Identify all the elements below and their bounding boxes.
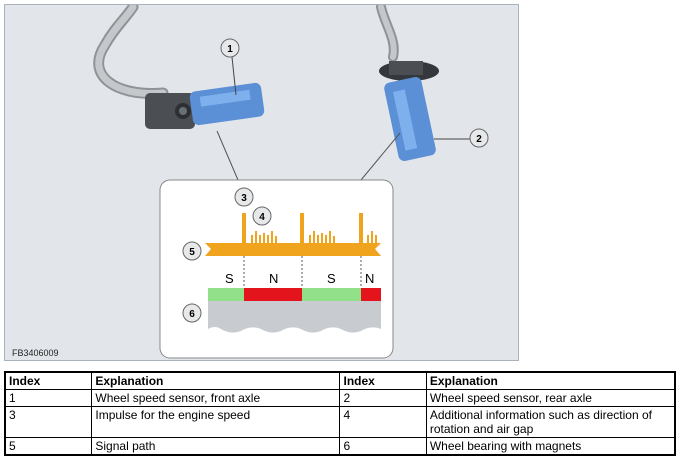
- cell-index: 4: [339, 406, 427, 438]
- table-row: 3 Impulse for the engine speed 4 Additio…: [4, 406, 676, 438]
- magnet-label: S: [327, 271, 336, 286]
- magnet-north: [361, 288, 381, 301]
- magnet-label: N: [269, 271, 278, 286]
- cell-index: 3: [4, 406, 93, 438]
- callout-3: 3: [234, 187, 254, 207]
- signal-path: [205, 213, 381, 256]
- table-row: 5 Signal path 6 Wheel bearing with magne…: [4, 437, 676, 456]
- cell-explanation: Wheel speed sensor, front axle: [91, 389, 341, 407]
- header-index: Index: [339, 371, 427, 390]
- front-wheel-speed-sensor: [145, 82, 265, 129]
- legend-table: Index Explanation Index Explanation 1 Wh…: [4, 371, 676, 456]
- table-row: 1 Wheel speed sensor, front axle 2 Wheel…: [4, 389, 676, 407]
- svg-text:2: 2: [476, 134, 482, 145]
- cell-explanation: Wheel bearing with magnets: [425, 437, 676, 456]
- callout-1: 1: [220, 38, 240, 58]
- header-explanation: Explanation: [91, 371, 341, 390]
- cell-explanation: Impulse for the engine speed: [91, 406, 341, 438]
- additional-info-pulses: [251, 231, 377, 243]
- svg-text:5: 5: [189, 247, 195, 258]
- svg-text:1: 1: [227, 44, 233, 55]
- cell-explanation: Wheel speed sensor, rear axle: [425, 389, 676, 407]
- engine-speed-impulse: [242, 213, 246, 243]
- cell-index: 5: [4, 437, 93, 456]
- header-index: Index: [4, 371, 93, 390]
- wheel-speed-sensor-diagram: S N S N 1 2 3 4: [93, 5, 489, 359]
- magnet-label: N: [365, 271, 374, 286]
- header-explanation: Explanation: [425, 371, 676, 390]
- magnet-south: [302, 288, 361, 301]
- cell-explanation: Additional information such as direction…: [425, 406, 676, 438]
- cell-index: 6: [339, 437, 427, 456]
- magnet-north: [244, 288, 302, 301]
- magnet-label: S: [225, 271, 234, 286]
- svg-text:4: 4: [259, 212, 265, 223]
- wheel-bearing: [208, 301, 381, 333]
- magnet-south: [208, 288, 244, 301]
- figure-code: FB3406009: [12, 348, 59, 358]
- engine-speed-impulse: [300, 213, 304, 243]
- cell-index: 2: [339, 389, 427, 407]
- cell-index: 1: [4, 389, 93, 407]
- engine-speed-impulse: [359, 213, 363, 243]
- cell-explanation: Signal path: [91, 437, 341, 456]
- magnet-ring: S N S N: [208, 271, 381, 301]
- callout-2: 2: [469, 128, 489, 148]
- diagram-figure: S N S N 1 2 3 4: [4, 4, 519, 361]
- svg-text:3: 3: [241, 193, 247, 204]
- callout-6: 6: [182, 303, 202, 323]
- callout-5: 5: [182, 241, 202, 261]
- callout-4: 4: [252, 206, 272, 226]
- rear-wheel-speed-sensor: [379, 61, 439, 161]
- legend-header-row: Index Explanation Index Explanation: [4, 371, 676, 390]
- svg-text:6: 6: [189, 309, 195, 320]
